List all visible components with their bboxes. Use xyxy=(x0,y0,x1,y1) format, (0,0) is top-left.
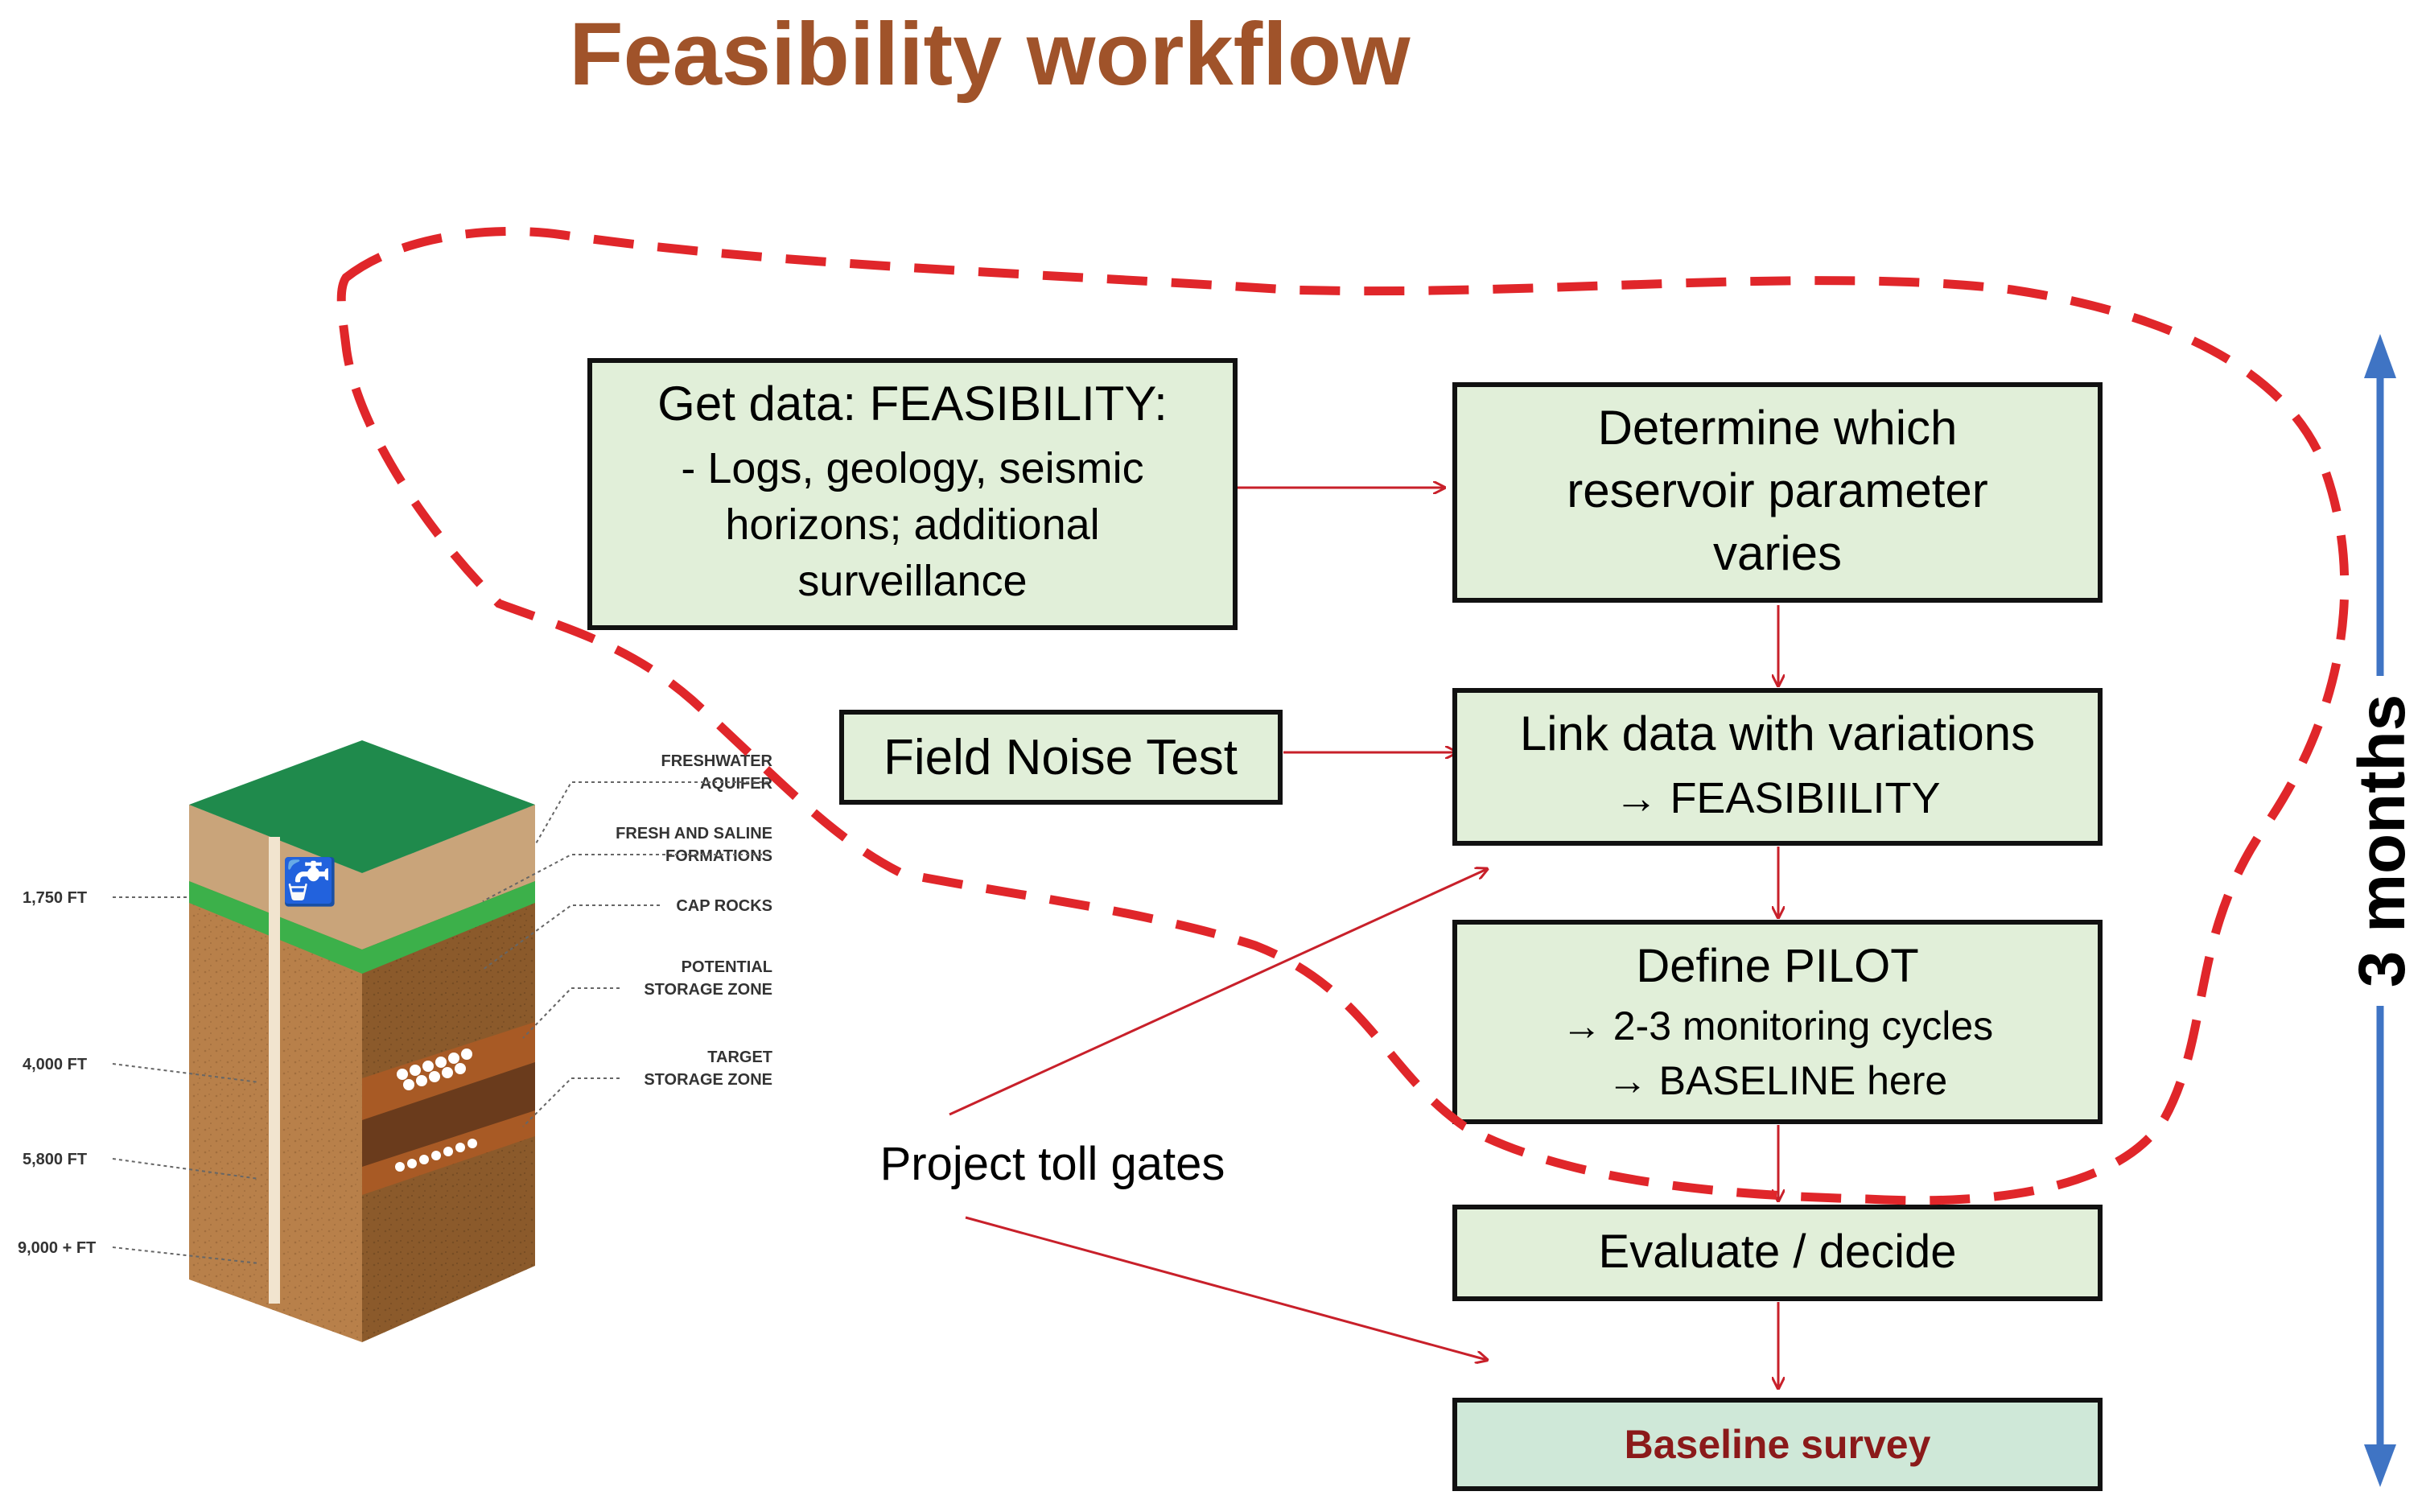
feasibility-scope-outline xyxy=(336,227,2350,1205)
layer-label-aquifer-2: AQUIFER xyxy=(700,775,773,793)
layer-leader-target xyxy=(522,1077,620,1127)
baseline-box-frame xyxy=(1452,1398,2103,1491)
pilot-box: Define PILOT → 2-3 monitoring cycles → B… xyxy=(1452,920,2103,1124)
link-data-line-1: Link data with variations xyxy=(1520,707,2035,760)
link-data-line-2: → FEASIBIILITY xyxy=(1614,774,1940,822)
depth-label-2: 4,000 FT xyxy=(23,1056,87,1073)
faucet-icon: 🚰 xyxy=(282,856,338,908)
layer-leader-potential xyxy=(522,987,620,1039)
depth-leader-3 xyxy=(112,1158,260,1180)
timeline: 3 months xyxy=(2346,334,2419,1487)
pilot-line-1: Define PILOT xyxy=(1636,940,1918,992)
layer-label-caprocks: CAP ROCKS xyxy=(676,897,772,915)
determine-line-2: reservoir parameter xyxy=(1567,463,1988,517)
determine-line-1: Determine which xyxy=(1598,401,1958,455)
geology-illustration: 🚰 1,750 FT 4,000 FT 5,800 FT 9,000 + FT … xyxy=(18,740,773,1342)
baseline-label: Baseline survey xyxy=(1625,1422,1931,1467)
arrow-tollgate-to-link xyxy=(949,869,1487,1116)
well-pipe xyxy=(269,837,280,1304)
pilot-line-3: → BASELINE here xyxy=(1608,1058,1947,1103)
field-noise-box-frame xyxy=(839,710,1283,805)
timeline-up-arrow xyxy=(2364,334,2396,378)
timeline-down-arrow xyxy=(2364,1444,2396,1487)
layer-label-potential-1: POTENTIAL xyxy=(682,958,772,976)
layer-label-target-2: STORAGE ZONE xyxy=(644,1071,772,1089)
title-text: Feasibility workflow xyxy=(569,5,1411,104)
depth-label-4: 9,000 + FT xyxy=(18,1239,96,1257)
determine-box-frame xyxy=(1452,382,2103,603)
determine-box: Determine which reservoir parameter vari… xyxy=(1452,382,2103,603)
get-data-line-1: - Logs, geology, seismic xyxy=(681,444,1143,492)
pilot-line-2: → 2-3 monitoring cycles xyxy=(1562,1003,1993,1049)
layer-label-formations-1: FRESH AND SALINE xyxy=(616,825,772,843)
layer-leader-formations xyxy=(482,854,768,902)
evaluate-label: Evaluate / decide xyxy=(1599,1226,1957,1278)
get-data-box-frame xyxy=(587,358,1238,630)
determine-line-3: varies xyxy=(1713,526,1842,580)
evaluate-box-frame xyxy=(1452,1205,2103,1301)
toll-gates-label: Project toll gates xyxy=(880,1138,1225,1190)
get-data-line-3: surveillance xyxy=(797,557,1027,605)
link-data-box-frame xyxy=(1452,688,2103,846)
timeline-label: 3 months xyxy=(2346,694,2419,987)
storage-bubbles-lower xyxy=(395,1139,477,1172)
layer-leader-aquifer xyxy=(534,781,768,846)
layer-label-target-1: TARGET xyxy=(707,1049,772,1066)
layer-label-formations-2: FORMATIONS xyxy=(665,847,772,865)
cap-rock-green-band xyxy=(189,881,535,974)
get-data-title: Get data: FEASIBILITY: xyxy=(657,377,1168,431)
depth-label-1: 1,750 FT xyxy=(23,889,87,907)
get-data-box: Get data: FEASIBILITY: - Logs, geology, … xyxy=(587,358,1238,630)
evaluate-box: Evaluate / decide xyxy=(1452,1205,2103,1301)
storage-bubbles-upper xyxy=(397,1049,472,1090)
layer-label-aquifer-1: FRESHWATER xyxy=(661,752,772,770)
link-data-box: Link data with variations → FEASIBIILITY xyxy=(1452,688,2103,846)
grass-top xyxy=(189,740,535,873)
layer-leader-caprocks xyxy=(482,904,660,970)
depth-label-3: 5,800 FT xyxy=(23,1151,87,1168)
layer-label-potential-2: STORAGE ZONE xyxy=(644,981,772,999)
field-noise-box: Field Noise Test xyxy=(839,710,1283,805)
pilot-box-frame xyxy=(1452,920,2103,1124)
depth-leader-2 xyxy=(112,1063,260,1083)
baseline-box: Baseline survey xyxy=(1452,1398,2103,1491)
page-title: Feasibility workflow xyxy=(0,0,1979,105)
depth-leader-4 xyxy=(112,1246,260,1264)
field-noise-label: Field Noise Test xyxy=(883,730,1238,785)
get-data-line-2: horizons; additional xyxy=(725,501,1099,549)
arrow-tollgate-to-baseline xyxy=(965,1216,1487,1360)
